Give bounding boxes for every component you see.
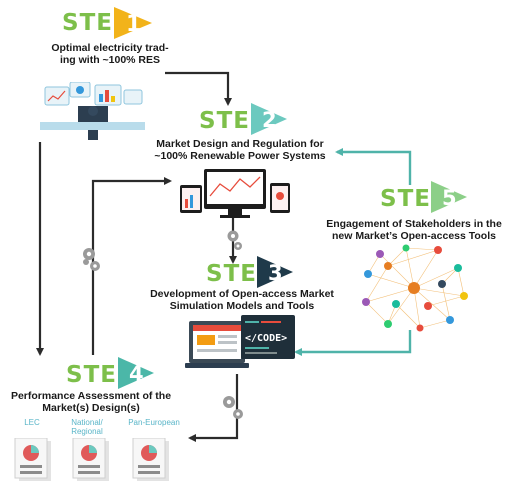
code-laptop-illustration: </CODE> xyxy=(185,315,295,368)
devices-dashboard-illustration xyxy=(180,169,290,218)
step3-desc-line: Simulation Models and Tools xyxy=(169,300,315,312)
step2-number: 2 xyxy=(262,108,277,132)
step1-badge: 1 xyxy=(114,7,152,39)
step3-description: Development of Open-access Market Simula… xyxy=(137,288,347,312)
report-label-pan-european: Pan-European xyxy=(123,418,185,427)
step1-desc-line: ing with ~100% RES xyxy=(59,54,161,66)
step2-desc-line: ~100% Renewable Power Systems xyxy=(154,150,326,162)
report-document-icon xyxy=(132,438,169,481)
step5-number: 5 xyxy=(442,186,457,210)
step5-badge: 5 xyxy=(431,181,467,213)
step4-desc-line: Market(s) Design(s) xyxy=(42,402,140,414)
connector-step1-to-step2 xyxy=(165,71,232,106)
step4-number: 4 xyxy=(129,362,144,386)
code-tag-label: </CODE> xyxy=(245,333,287,344)
step4-description: Performance Assessment of the Market(s) … xyxy=(1,390,181,414)
gear-icon xyxy=(227,230,242,250)
connector-step4-to-step2 xyxy=(91,177,172,355)
report-label-lec: LEC xyxy=(12,418,52,427)
report-label-line: National/ xyxy=(71,418,103,427)
step1-description: Optimal electricity trad- ing with ~100%… xyxy=(25,42,195,66)
step5-desc-line: Engagement of Stakeholders in the xyxy=(326,218,502,230)
step3-number: 3 xyxy=(268,261,283,285)
report-label-line: Pan-European xyxy=(128,418,180,427)
step4-desc-line: Performance Assessment of the xyxy=(10,390,172,402)
step5-description: Engagement of Stakeholders in the new Ma… xyxy=(318,218,510,242)
step2-badge: 2 xyxy=(251,103,287,135)
report-document-icon xyxy=(14,438,51,481)
connector-step3-to-reports xyxy=(188,374,239,442)
step3-badge: 3 xyxy=(257,256,293,288)
step1-desc-line: Optimal electricity trad- xyxy=(51,42,169,54)
report-label-line: Regional xyxy=(71,427,103,436)
step4-badge: 4 xyxy=(118,357,154,389)
step2-description: Market Design and Regulation for ~100% R… xyxy=(140,138,340,162)
report-label-national: National/ Regional xyxy=(62,418,112,436)
report-document-icon xyxy=(72,438,109,481)
step1-number: 1 xyxy=(126,12,141,37)
gear-icon xyxy=(83,248,100,271)
analyst-desk-illustration xyxy=(40,82,145,140)
stakeholder-network-illustration xyxy=(362,244,468,332)
step5-desc-line: new Market’s Open-access Tools xyxy=(332,230,496,242)
gear-icon xyxy=(223,396,243,419)
report-label-line: LEC xyxy=(24,418,40,427)
step3-desc-line: Development of Open-access Market xyxy=(150,288,334,300)
step2-desc-line: Market Design and Regulation for xyxy=(156,138,324,150)
connector-step5-to-step2 xyxy=(335,148,412,185)
connector-step3-step5 xyxy=(294,330,412,356)
